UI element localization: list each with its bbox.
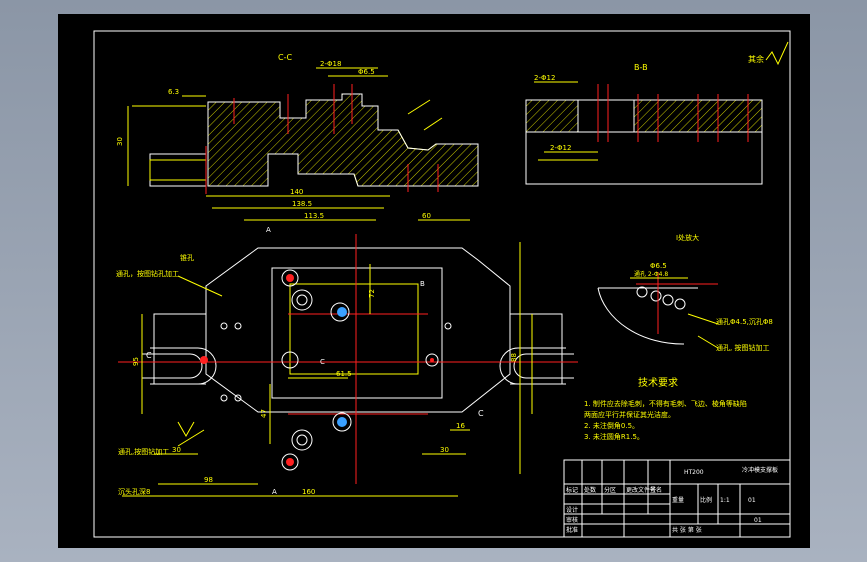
dim-88: 88 — [510, 353, 518, 362]
tb-scale-label: 比例 — [700, 496, 712, 504]
plan-view: A A B C C C 140 138.5 113.5 60 61.5 98 1… — [116, 188, 578, 497]
tb-checker: 审核 — [566, 516, 578, 524]
roughness-symbol: 其余 — [748, 41, 789, 66]
drawing-border — [93, 30, 791, 538]
tb-sheet: 共 张 第 张 — [672, 526, 702, 534]
tb-weight-label: 重量 — [672, 496, 684, 504]
dim-cc-hole: 2-Φ18 — [320, 60, 341, 68]
dim-138-5: 138.5 — [292, 200, 312, 208]
tech-requirements: 技术要求 1. 制件应去除毛刺，不得有毛刺、飞边、棱角等缺陷 两面应平行并保证其… — [584, 376, 747, 441]
svg-text:C: C — [478, 409, 484, 418]
roughness-note: 其余 — [748, 54, 764, 64]
cad-drawing: 其余 C-C 30 2-Φ18 Φ6.5 6.3 B-B — [93, 30, 791, 538]
tb-approver: 批准 — [566, 526, 578, 534]
dim-16: 16 — [456, 422, 465, 430]
tb-scale: 1:1 — [720, 497, 730, 504]
tb-row-3: 更改文件号 — [626, 486, 656, 494]
svg-text:锥孔: 锥孔 — [180, 253, 194, 262]
svg-text:通孔Φ4.5,沉孔Φ8: 通孔Φ4.5,沉孔Φ8 — [716, 317, 773, 326]
svg-text:A: A — [266, 226, 271, 234]
title-block: HT200 冷冲模支撑板 01 01 1:1 比例 重量 共 张 第 张 标记 … — [563, 459, 791, 538]
tb-row-1: 处数 — [584, 486, 596, 494]
svg-text:B: B — [420, 280, 425, 288]
tb-drawing-name: 冷冲模支撑板 — [742, 466, 778, 474]
svg-text:A: A — [272, 488, 277, 496]
tb-row-4: 签名 — [650, 486, 662, 494]
dim-bb-hole: 2-Φ12 — [534, 74, 555, 82]
tech-item-1: 1. 制件应去除毛刺，不得有毛刺、飞边、棱角等缺陷 — [584, 399, 747, 408]
tech-item-3: 3. 未注圆角R1.5。 — [584, 432, 644, 441]
section-cc-label: C-C — [278, 53, 292, 62]
detail-label: I处放大 — [676, 233, 699, 242]
note-counterbore: 沉头孔深8 — [118, 487, 150, 496]
tb-row-0: 标记 — [566, 486, 578, 494]
dim-61-5: 61.5 — [336, 370, 352, 378]
tech-title: 技术要求 — [638, 376, 678, 389]
svg-text:01: 01 — [754, 517, 762, 524]
tb-row-2: 分区 — [604, 486, 616, 494]
note-drill-ream: 通孔，按图钻孔加工 — [116, 269, 179, 278]
svg-text:Φ6.5: Φ6.5 — [650, 262, 667, 270]
dim-47: 47 — [260, 409, 268, 418]
tech-item-1b: 两面应平行并保证其光洁度。 — [584, 410, 675, 419]
dim-160: 160 — [302, 488, 315, 496]
dim-cc-hole-b: Φ6.5 — [358, 68, 375, 76]
section-bb-label: B-B — [634, 63, 648, 72]
dim-140: 140 — [290, 188, 303, 196]
tb-designer: 设计 — [566, 506, 578, 514]
section-bb-view: B-B 2-Φ12 2-Φ12 — [525, 63, 763, 185]
tb-part-no: 01 — [748, 497, 756, 504]
dim-60: 60 — [422, 212, 431, 220]
tb-material: HT200 — [684, 469, 704, 476]
svg-text:C: C — [320, 358, 325, 366]
tech-item-2: 2. 未注倒角0.5。 — [584, 421, 639, 430]
dim-30-right: 30 — [440, 446, 449, 454]
svg-text:通孔, 按图钻加工: 通孔, 按图钻加工 — [716, 343, 769, 352]
dim-98: 98 — [204, 476, 213, 484]
dim-30-left: 30 — [172, 446, 181, 454]
svg-text:6.3: 6.3 — [168, 88, 179, 96]
dim-113-5: 113.5 — [304, 212, 324, 220]
note-through-holes: 通孔,按图钻加工 — [118, 447, 169, 456]
dim-72: 72 — [368, 289, 376, 298]
dim-95: 95 — [132, 357, 140, 366]
dim-cc-height: 30 — [116, 137, 124, 146]
detail-spot-note: 通孔 2-Φ4.8 — [634, 270, 668, 278]
svg-text:2-Φ12: 2-Φ12 — [550, 144, 571, 152]
svg-text:C: C — [146, 351, 152, 360]
detail-i-view: I处放大 Φ6.5 通孔 2-Φ4.8 通孔Φ4.5,沉孔Φ8 通孔, 按图钻加… — [597, 233, 773, 352]
drawing-canvas: 其余 C-C 30 2-Φ18 Φ6.5 6.3 B-B — [58, 14, 810, 548]
section-cc-view: C-C 30 2-Φ18 Φ6.5 6.3 — [116, 53, 479, 194]
